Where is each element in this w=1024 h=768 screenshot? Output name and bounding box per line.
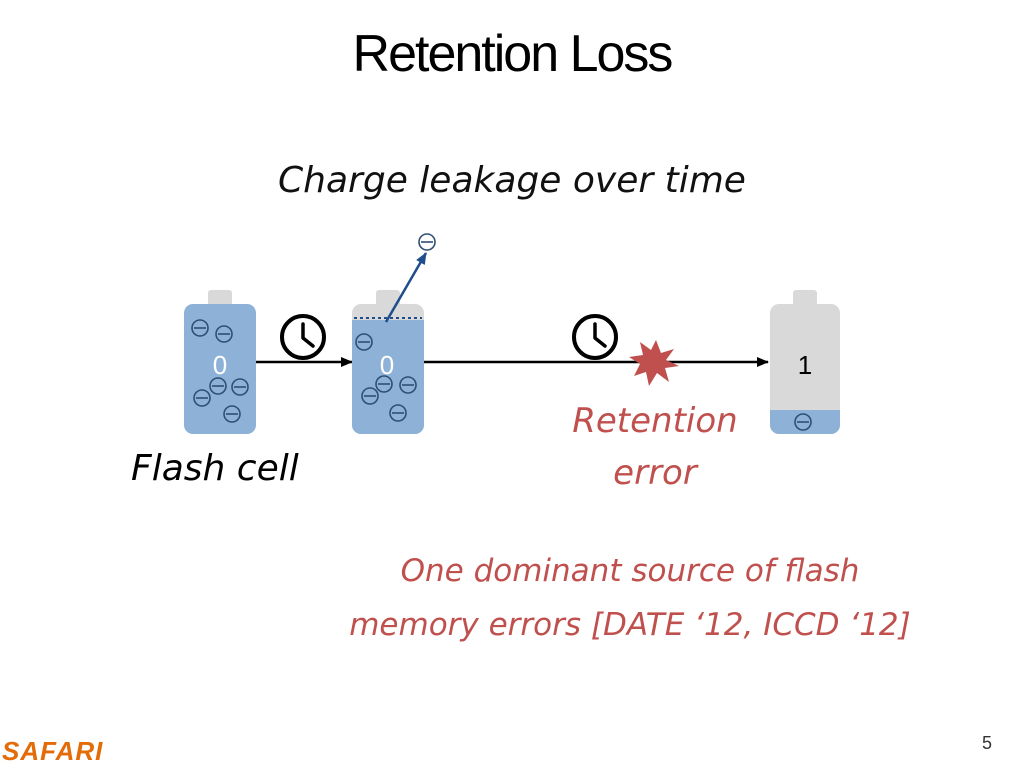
flash-cell-3: 1 bbox=[770, 290, 840, 434]
flash-cell-1: 0 bbox=[184, 290, 256, 434]
retention-error-line-1: Retention bbox=[572, 401, 738, 441]
page-number: 5 bbox=[982, 733, 993, 753]
cell-2-value: 0 bbox=[380, 350, 394, 380]
clock-icon bbox=[572, 314, 618, 360]
retention-error-label: Retention error bbox=[555, 395, 755, 499]
footnote: One dominant source of flash memory erro… bbox=[280, 544, 980, 652]
clock-icon bbox=[280, 314, 326, 360]
electron-icon bbox=[418, 233, 436, 251]
footnote-line-1: One dominant source of flash bbox=[400, 553, 860, 589]
electron-icon bbox=[355, 333, 417, 422]
flash-cell-2: 0 bbox=[352, 290, 424, 434]
cell-3-value: 1 bbox=[798, 350, 812, 380]
electron-icon bbox=[191, 319, 249, 423]
flash-cell-label: Flash cell bbox=[131, 448, 299, 489]
retention-error-line-2: error bbox=[613, 453, 697, 493]
footnote-line-2: memory errors [DATE ‘12, ICCD ‘12] bbox=[349, 607, 911, 643]
electron-icon bbox=[794, 413, 812, 431]
leak-arrow bbox=[384, 252, 428, 323]
slide-subtitle: Charge leakage over time bbox=[278, 160, 746, 201]
cell-1-value: 0 bbox=[213, 350, 227, 380]
safari-logo: SAFARI bbox=[2, 736, 104, 766]
slide-title: Retention Loss bbox=[352, 25, 674, 83]
error-burst-icon bbox=[629, 340, 679, 386]
